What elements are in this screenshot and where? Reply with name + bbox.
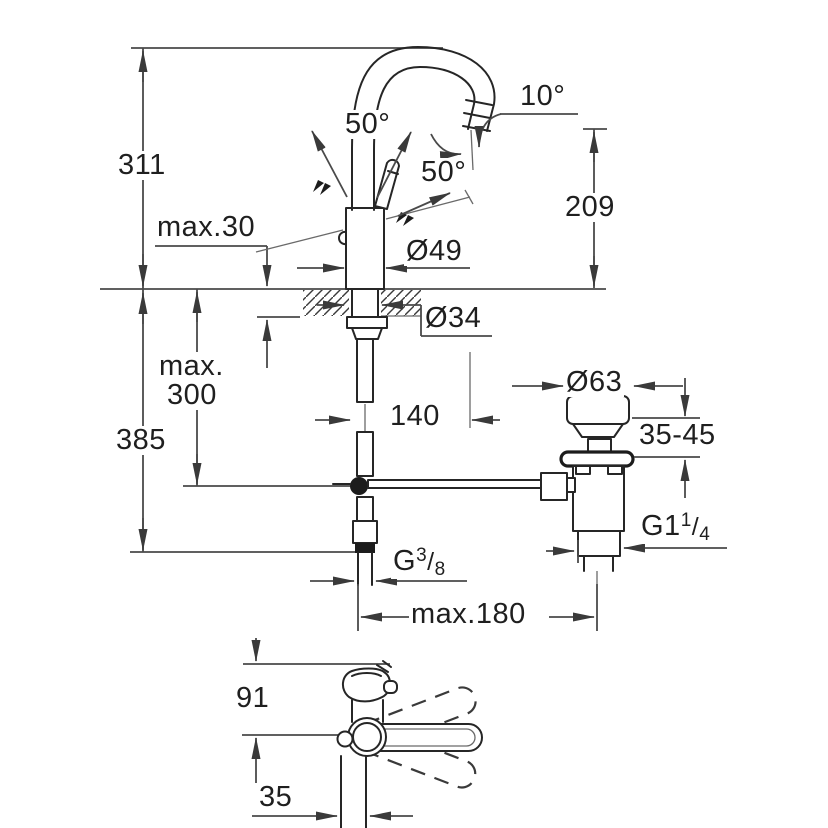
thread-g114-label: G11/4 <box>639 510 713 545</box>
hose-nut <box>355 543 375 553</box>
spout-tip-band <box>463 112 491 119</box>
drain-body <box>572 465 625 532</box>
dia-34-label: Ø34 <box>423 302 484 334</box>
dim-max300-word-label: max. <box>157 350 226 382</box>
spout-top-view <box>342 667 391 703</box>
aerator-nub <box>383 680 398 694</box>
dim-209-label: 209 <box>563 191 617 223</box>
mounting-washer <box>351 327 383 340</box>
dim-max30-label: max.30 <box>155 211 258 243</box>
faucet-body <box>345 207 385 290</box>
threaded-shank <box>351 288 379 318</box>
lever-handle <box>374 158 400 210</box>
dim-311-label: 311 <box>116 149 168 181</box>
dim-max180-label: max.180 <box>409 598 528 630</box>
side-screw <box>336 730 354 748</box>
angle-arc <box>474 113 502 148</box>
angle-10-label: 10° <box>518 80 568 112</box>
locknut <box>346 316 388 329</box>
dim-140-label: 140 <box>388 400 442 432</box>
dia-63-label: Ø63 <box>564 366 625 398</box>
deck-hatch-right <box>381 290 421 316</box>
drain-washer <box>559 450 635 468</box>
angle-ray <box>376 131 412 199</box>
pop-up-rod <box>367 479 542 489</box>
dim-max300-num-label: 300 <box>165 379 219 411</box>
rod-adjust-knob <box>540 472 568 501</box>
deck-hatch-left <box>303 290 349 316</box>
angle-ray <box>397 192 451 217</box>
angle-50-right-label: 50° <box>419 156 469 188</box>
plumb-line <box>470 129 474 171</box>
flex-hose <box>356 496 374 522</box>
drain-tailpipe <box>577 530 621 572</box>
body-side-bump <box>337 230 347 246</box>
dim-35-label: 35 <box>257 781 295 813</box>
hose-fitting <box>352 520 378 544</box>
dia-49-label: Ø49 <box>404 235 465 267</box>
spout-tip-band <box>465 99 493 106</box>
dim-91-label: 91 <box>234 682 272 714</box>
spout-outer <box>351 46 496 211</box>
drain-taper <box>572 423 624 438</box>
angle-arc <box>430 133 462 161</box>
dim-385-label: 385 <box>114 424 168 456</box>
drain-flange <box>566 395 630 425</box>
thread-g38-label: G3/8 <box>391 545 448 580</box>
angle-50-left-label: 50° <box>343 108 393 140</box>
flex-hose <box>356 338 374 403</box>
angle-ray <box>311 130 348 198</box>
flex-hose <box>356 431 374 477</box>
lever-axis-line <box>255 229 344 253</box>
rod-joint <box>350 477 368 495</box>
dim-35-45-label: 35-45 <box>637 419 718 451</box>
